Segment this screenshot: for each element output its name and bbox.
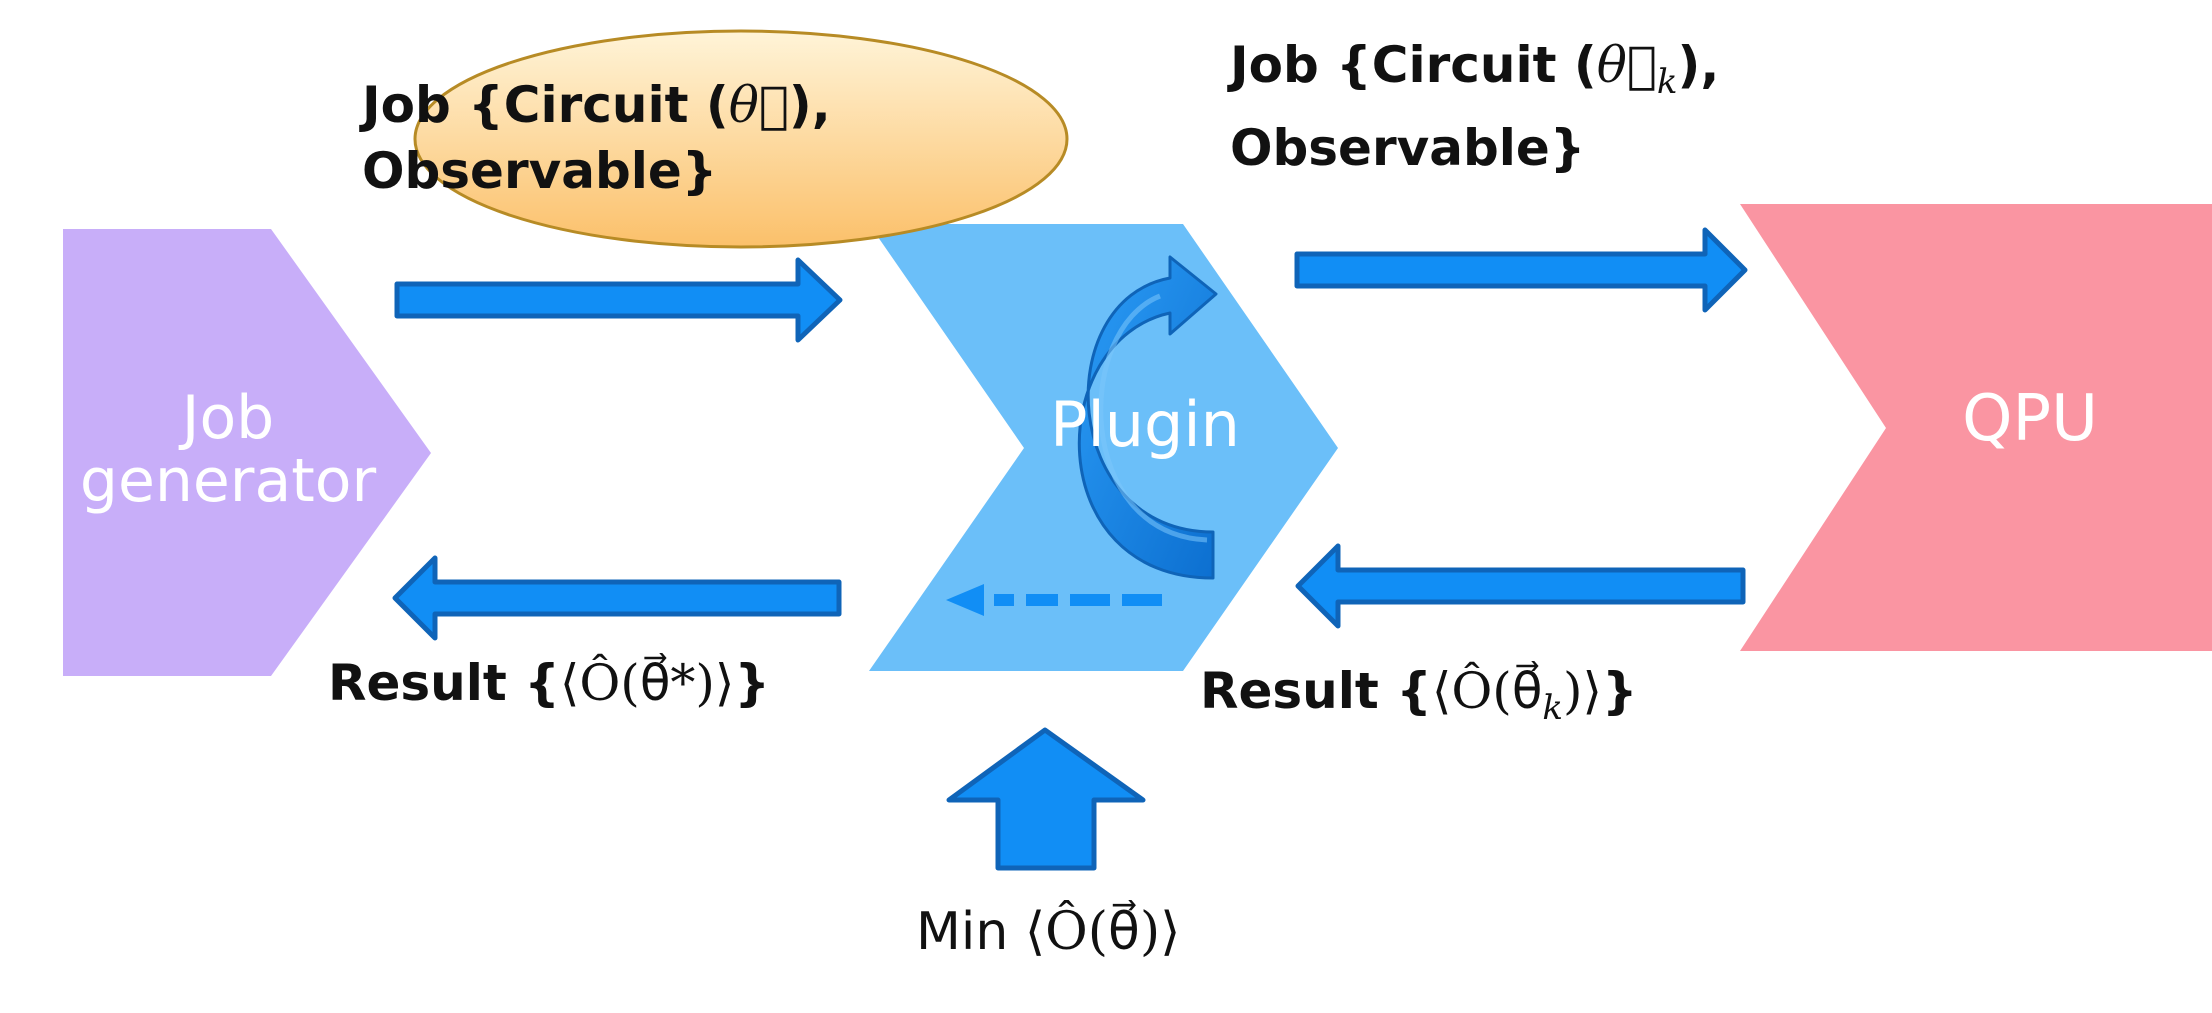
loop-curve-highlight bbox=[1098, 293, 1208, 543]
job-in-arrow bbox=[394, 257, 843, 343]
loop-curve bbox=[1077, 255, 1218, 580]
job-in-label: Job {Circuit (θ⃗), Observable} bbox=[362, 72, 831, 204]
dash-segment bbox=[1070, 594, 1110, 606]
result-in-label: Result {⟨Ô(θ⃗k)⟩} bbox=[1200, 662, 1638, 728]
job-generator-line2: generator bbox=[79, 446, 377, 516]
min-label: Min ⟨Ô(θ⃗)⟩ bbox=[916, 902, 1181, 962]
job-generator-label: Job generator bbox=[63, 360, 393, 540]
job-generator-line1: Job bbox=[181, 383, 275, 453]
job-out-arrow bbox=[1294, 227, 1748, 313]
result-out-arrow bbox=[392, 555, 842, 641]
plugin-label: Plugin bbox=[1050, 388, 1240, 462]
dash-segment bbox=[1122, 594, 1162, 606]
dashed-arrow-head bbox=[946, 584, 984, 616]
qpu-shape bbox=[1740, 204, 2212, 651]
job-in-line1: Job {Circuit (θ⃗), bbox=[362, 76, 831, 134]
job-generator-shape bbox=[63, 229, 431, 676]
job-out-label: Job {Circuit (θ⃗k), Observable} bbox=[1230, 32, 1719, 181]
dash-segment bbox=[994, 594, 1014, 606]
min-up-arrow bbox=[946, 727, 1146, 871]
job-out-line2: Observable} bbox=[1230, 119, 1586, 177]
qpu-label: QPU bbox=[1962, 382, 2098, 457]
result-out-label: Result {⟨Ô(θ⃗*)⟩} bbox=[328, 654, 771, 712]
dash-segment bbox=[1026, 594, 1058, 606]
dashed-return-arrow bbox=[946, 584, 1162, 616]
job-in-line2: Observable} bbox=[362, 142, 718, 200]
job-out-line1: Job {Circuit (θ⃗k), bbox=[1230, 36, 1720, 102]
result-in-arrow bbox=[1295, 543, 1746, 629]
arrows bbox=[392, 227, 1748, 871]
job-ellipse bbox=[413, 29, 1069, 249]
plugin-loop bbox=[946, 255, 1218, 616]
